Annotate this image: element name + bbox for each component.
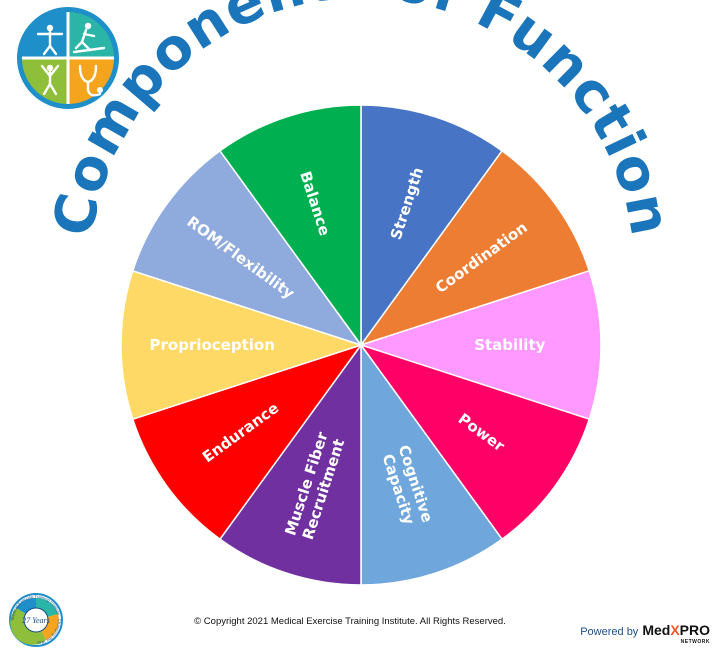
- institute-logo: [17, 7, 119, 109]
- wheel-segment-proprioception: [120, 269, 364, 421]
- wheel-label-stability: Stability: [474, 336, 545, 354]
- brand-logo: MedXPRO: [642, 622, 710, 638]
- anniversary-badge: 27 Years Medical Exercise Training Insti…: [9, 593, 63, 647]
- function-wheel: StrengthCoordinationStabilityPowerCognit…: [120, 104, 602, 586]
- wheel-segment-stability: [358, 269, 602, 421]
- badge-years: 27 Years: [22, 616, 50, 625]
- wheel-segment-strength: [360, 104, 504, 348]
- copyright-notice: © Copyright 2021 Medical Exercise Traini…: [194, 616, 506, 627]
- runner-icon: [72, 22, 106, 54]
- logo-quadrant-jumper: [22, 58, 68, 104]
- wheel-segment-muscle-fiber-recruitment: [218, 342, 362, 586]
- stethoscope-icon: [78, 64, 103, 97]
- powered-by-label: Powered by: [580, 626, 639, 638]
- wheel-segment-cognitive-capacity: [360, 342, 504, 586]
- wheel-segment-balance: [218, 104, 362, 348]
- brand-network: NETWORK: [680, 639, 710, 645]
- wheel-segment-rom-flexibility: [131, 149, 363, 347]
- wheel-segment-power: [359, 343, 591, 541]
- weightlifter-icon: [36, 24, 64, 56]
- wheel-label-proprioception: Proprioception: [150, 336, 275, 354]
- jumper-icon: [40, 64, 60, 96]
- wheel-segment-endurance: [131, 343, 363, 541]
- wheel-segment-coordination: [359, 149, 591, 347]
